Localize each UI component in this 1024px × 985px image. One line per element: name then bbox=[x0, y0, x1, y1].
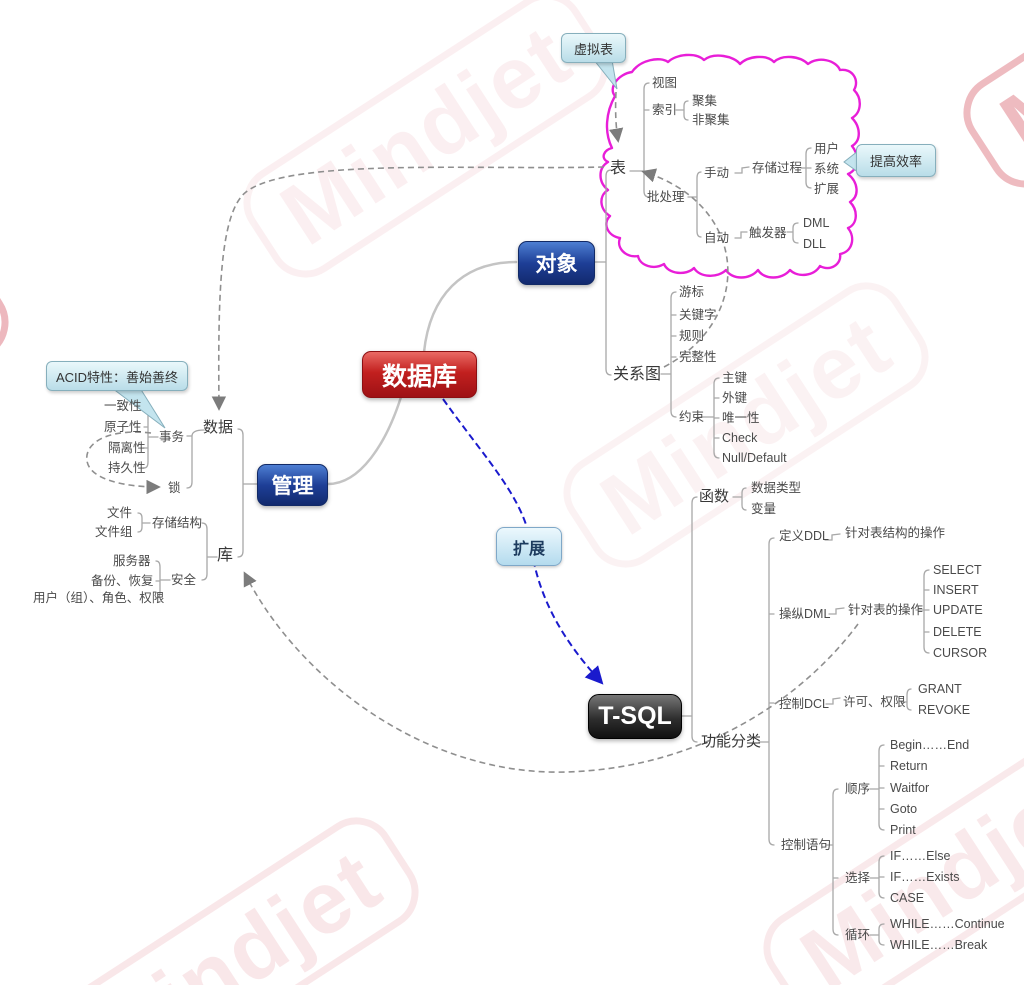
topic-backup[interactable]: 备份、恢复 bbox=[91, 574, 154, 588]
callout-acid[interactable]: ACID特性：善始善终 bbox=[46, 361, 188, 391]
topic-trigger-dml[interactable]: DML bbox=[803, 216, 830, 230]
topic-db[interactable]: 库 bbox=[217, 547, 234, 564]
root-topic-database[interactable]: 数据库 bbox=[362, 351, 477, 398]
cloud-boundary bbox=[599, 53, 861, 279]
topic-rule[interactable]: 规则 bbox=[679, 329, 705, 343]
topic-delete[interactable]: DELETE bbox=[933, 625, 982, 639]
callout-virtual-table[interactable]: 虚拟表 bbox=[561, 33, 626, 63]
main-topic-object[interactable]: 对象 bbox=[518, 241, 595, 285]
rel-transaction-to-lock bbox=[86, 431, 161, 495]
main-topic-manage[interactable]: 管理 bbox=[257, 464, 328, 506]
topic-return[interactable]: Return bbox=[890, 759, 928, 773]
topic-isolation[interactable]: 隔离性 bbox=[108, 441, 146, 455]
topic-fk[interactable]: 外键 bbox=[722, 391, 748, 405]
topic-case[interactable]: CASE bbox=[890, 891, 925, 905]
topic-durability[interactable]: 持久性 bbox=[108, 461, 146, 475]
topic-check[interactable]: Check bbox=[722, 431, 758, 445]
floating-topic-extend[interactable]: 扩展 bbox=[496, 527, 562, 566]
topic-ddl[interactable]: 定义DDL bbox=[779, 529, 830, 543]
topic-control[interactable]: 控制语句 bbox=[781, 838, 832, 852]
virtual-table-callout-tail bbox=[592, 59, 618, 90]
topic-sequence[interactable]: 顺序 bbox=[845, 782, 871, 796]
topic-cursor[interactable]: 游标 bbox=[679, 285, 705, 299]
topic-sp-system[interactable]: 系统 bbox=[814, 162, 840, 176]
topic-dml[interactable]: 操纵DML bbox=[779, 607, 831, 621]
topic-server[interactable]: 服务器 bbox=[113, 554, 151, 568]
topic-auto[interactable]: 自动 bbox=[704, 231, 730, 245]
callout-efficiency[interactable]: 提高效率 bbox=[856, 144, 936, 177]
topic-batch[interactable]: 批处理 bbox=[647, 190, 685, 204]
topic-if-exists[interactable]: IF……Exists bbox=[890, 870, 960, 884]
topic-cursor-stmt[interactable]: CURSOR bbox=[933, 646, 988, 660]
main-topic-tsql[interactable]: T-SQL bbox=[588, 694, 682, 739]
topic-insert[interactable]: INSERT bbox=[933, 583, 979, 597]
topic-stored-proc[interactable]: 存储过程 bbox=[752, 161, 803, 175]
topic-index[interactable]: 索引 bbox=[652, 103, 678, 117]
topic-update[interactable]: UPDATE bbox=[933, 603, 983, 617]
topic-dml-note[interactable]: 针对表的操作 bbox=[848, 603, 924, 617]
topic-consistency[interactable]: 一致性 bbox=[104, 399, 142, 413]
topic-waitfor[interactable]: Waitfor bbox=[890, 781, 930, 795]
topic-null-default[interactable]: Null/Default bbox=[722, 451, 787, 465]
topic-trigger[interactable]: 触发器 bbox=[749, 226, 787, 240]
topic-security[interactable]: 安全 bbox=[171, 573, 197, 587]
topic-filegroup[interactable]: 文件组 bbox=[95, 525, 133, 539]
topic-while-continue[interactable]: WHILE……Continue bbox=[890, 917, 1005, 931]
topic-while-break[interactable]: WHILE……Break bbox=[890, 938, 988, 952]
topic-select[interactable]: SELECT bbox=[933, 563, 982, 577]
topic-category[interactable]: 功能分类 bbox=[701, 733, 762, 750]
topic-atomicity[interactable]: 原子性 bbox=[104, 420, 142, 434]
topic-lock[interactable]: 锁 bbox=[168, 481, 181, 495]
topic-table[interactable]: 表 bbox=[610, 160, 627, 177]
topic-file[interactable]: 文件 bbox=[107, 506, 133, 520]
topic-variable[interactable]: 变量 bbox=[751, 502, 777, 516]
topic-keyword[interactable]: 关键字 bbox=[679, 308, 717, 322]
topic-diagram[interactable]: 关系图 bbox=[613, 366, 662, 383]
rel-view-to-table bbox=[609, 91, 624, 143]
topic-function[interactable]: 函数 bbox=[699, 488, 730, 505]
topic-sp-user[interactable]: 用户 bbox=[814, 142, 840, 156]
topic-loop[interactable]: 循环 bbox=[845, 928, 871, 942]
topic-manual[interactable]: 手动 bbox=[704, 166, 730, 180]
topic-integrity[interactable]: 完整性 bbox=[679, 350, 717, 364]
topic-ddl-note[interactable]: 针对表结构的操作 bbox=[845, 526, 946, 540]
topic-user-role[interactable]: 用户（组）、角色、权限 bbox=[33, 591, 165, 605]
topic-trigger-dll[interactable]: DLL bbox=[803, 237, 826, 251]
topic-transaction[interactable]: 事务 bbox=[159, 430, 185, 444]
topic-grant[interactable]: GRANT bbox=[918, 682, 962, 696]
topic-begin-end[interactable]: Begin……End bbox=[890, 738, 970, 752]
topic-unique[interactable]: 唯一性 bbox=[722, 411, 760, 425]
topic-dcl[interactable]: 控制DCL bbox=[779, 697, 830, 711]
topic-sp-extended[interactable]: 扩展 bbox=[814, 182, 840, 196]
topic-revoke[interactable]: REVOKE bbox=[918, 703, 971, 717]
topic-nonclustered[interactable]: 非聚集 bbox=[692, 113, 730, 127]
topic-datatype[interactable]: 数据类型 bbox=[751, 481, 802, 495]
topic-print[interactable]: Print bbox=[890, 823, 916, 837]
rel-diagram-to-table bbox=[641, 168, 729, 368]
topic-dcl-note[interactable]: 许可、权限 bbox=[843, 695, 906, 709]
topic-clustered[interactable]: 聚集 bbox=[692, 94, 718, 108]
topic-choice[interactable]: 选择 bbox=[845, 871, 871, 885]
topic-pk[interactable]: 主键 bbox=[722, 371, 748, 385]
topic-data[interactable]: 数据 bbox=[203, 419, 234, 436]
topic-view[interactable]: 视图 bbox=[652, 76, 678, 90]
topic-if-else[interactable]: IF……Else bbox=[890, 849, 951, 863]
rel-dml-to-db bbox=[243, 571, 859, 773]
topic-goto[interactable]: Goto bbox=[890, 802, 918, 816]
topic-storage[interactable]: 存储结构 bbox=[152, 516, 203, 530]
rel-table-to-data bbox=[211, 166, 605, 411]
topic-constraint[interactable]: 约束 bbox=[679, 410, 705, 424]
